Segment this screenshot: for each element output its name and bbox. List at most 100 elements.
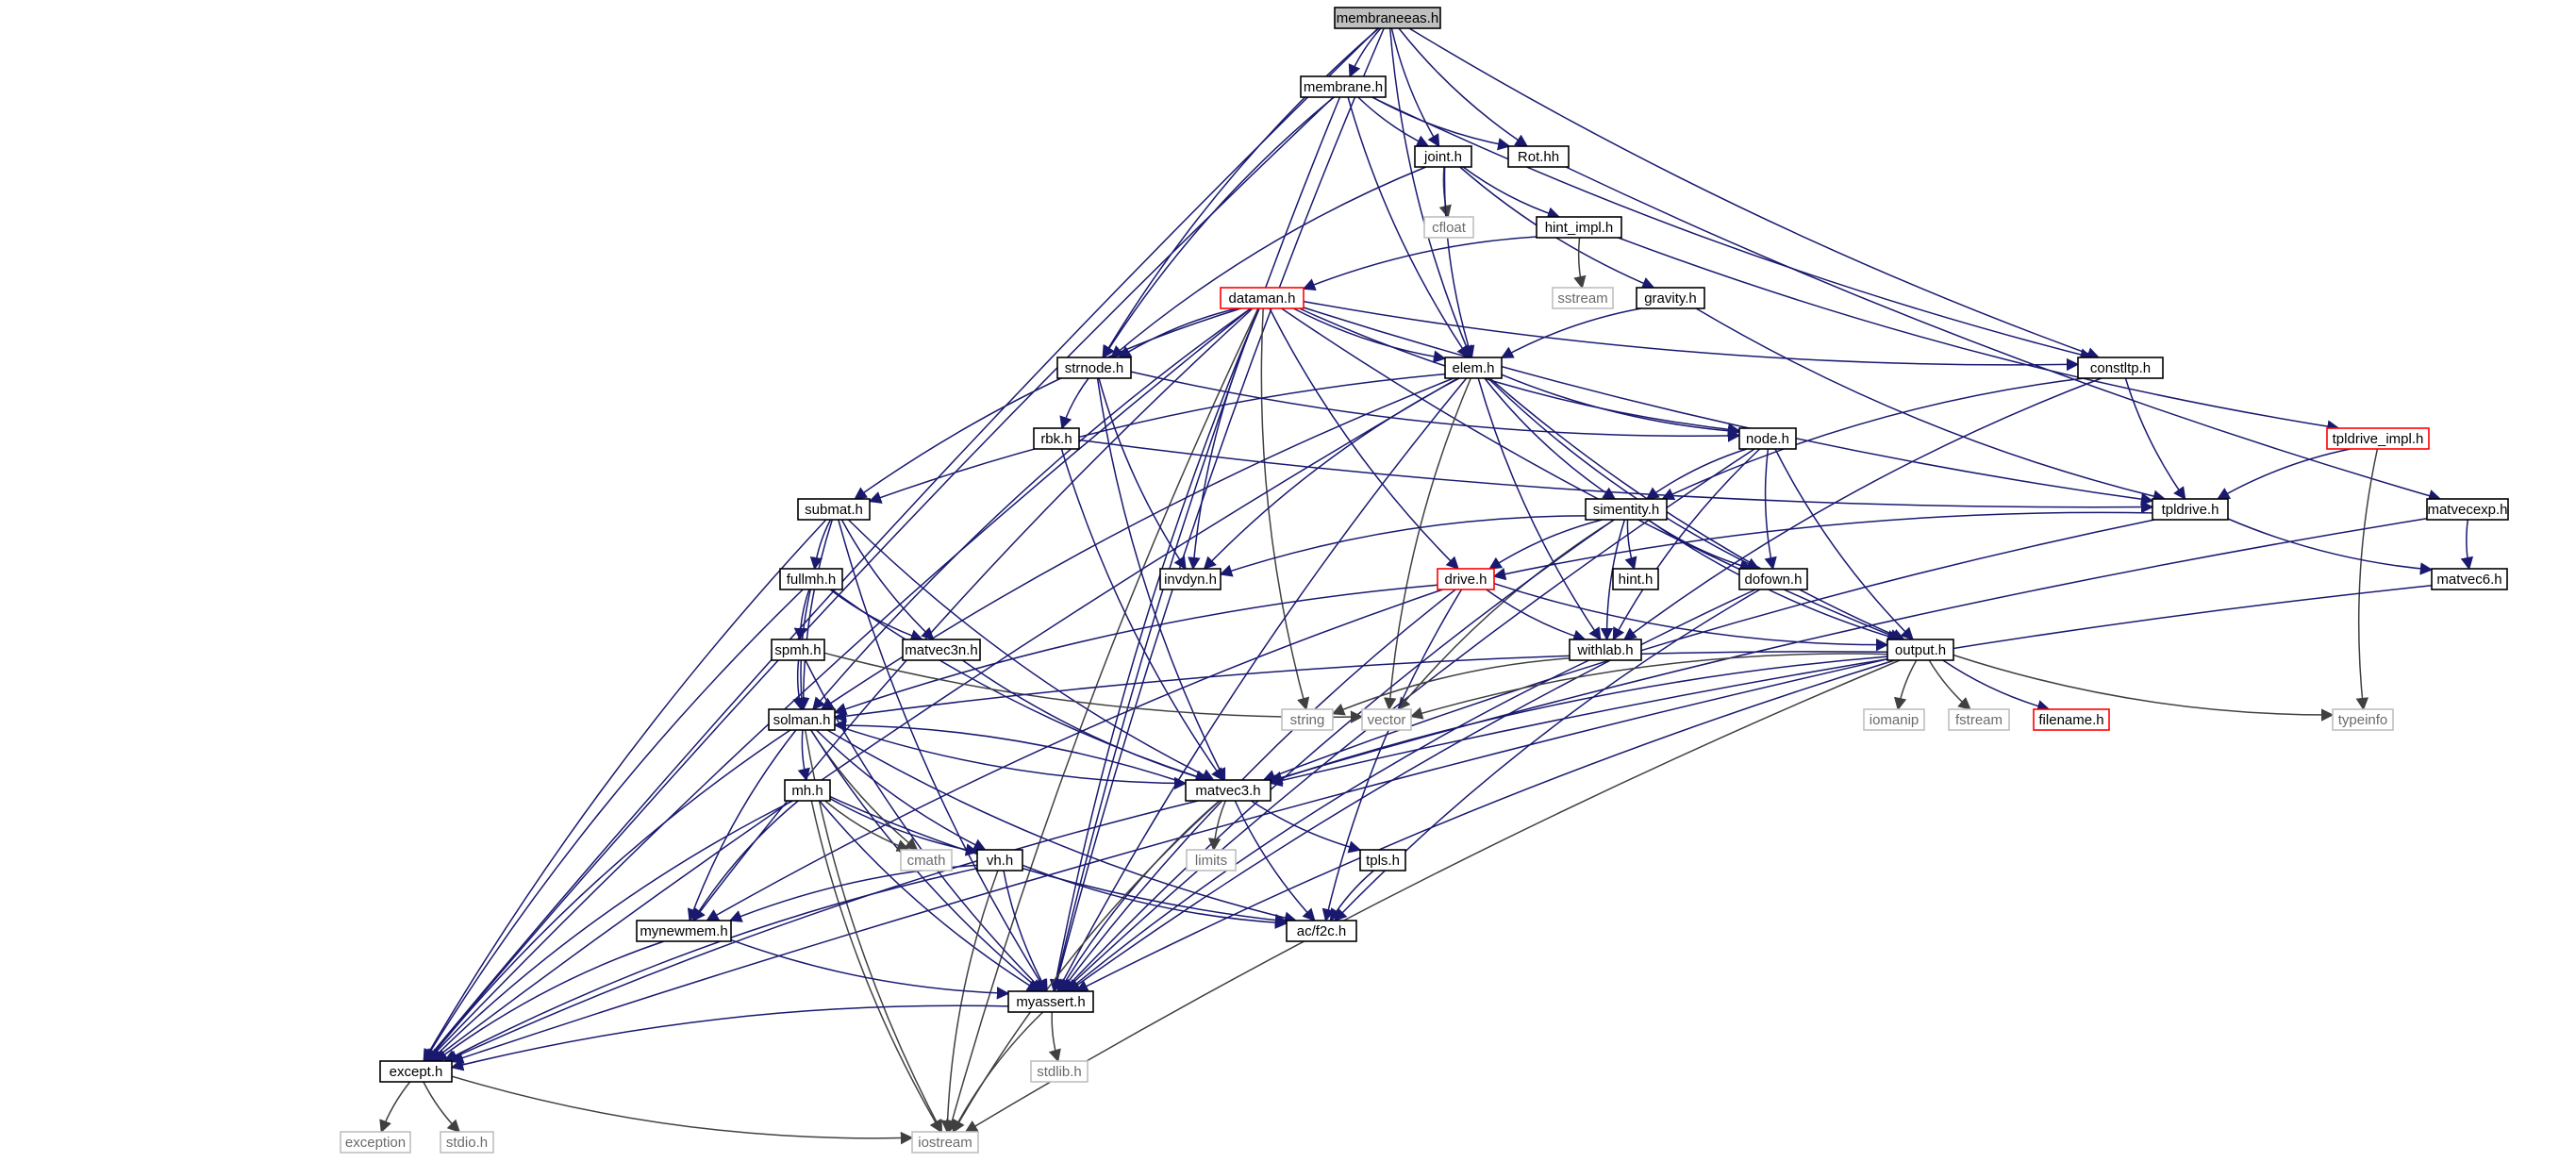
node-membrane[interactable]: membrane.h [1300, 75, 1387, 98]
node-spmh[interactable]: spmh.h [771, 639, 825, 661]
node-box[interactable] [2033, 708, 2110, 731]
node-rot[interactable]: Rot.hh [1507, 145, 1570, 168]
node-box[interactable] [779, 568, 843, 590]
node-withlab[interactable]: withlab.h [1569, 639, 1642, 661]
node-cfloat[interactable]: cfloat [1423, 216, 1474, 239]
node-rbk[interactable]: rbk.h [1033, 427, 1080, 450]
node-box[interactable] [1536, 216, 1622, 239]
node-box[interactable] [2431, 568, 2508, 590]
node-box[interactable] [1186, 849, 1237, 872]
node-drive[interactable]: drive.h [1437, 568, 1495, 590]
node-stdlib[interactable]: stdlib.h [1030, 1060, 1089, 1083]
node-box[interactable] [2326, 427, 2430, 450]
node-filename[interactable]: filename.h [2033, 708, 2110, 731]
node-limits[interactable]: limits [1186, 849, 1237, 872]
node-box[interactable] [1585, 498, 1668, 521]
node-box[interactable] [1507, 145, 1570, 168]
node-box[interactable] [902, 639, 981, 661]
node-solman[interactable]: solman.h [768, 708, 836, 731]
node-box[interactable] [1220, 287, 1305, 309]
node-box[interactable] [379, 1060, 453, 1083]
node-box[interactable] [2426, 498, 2509, 521]
node-except[interactable]: except.h [379, 1060, 453, 1083]
node-iostream[interactable]: iostream [911, 1131, 979, 1154]
node-box[interactable] [1636, 287, 1705, 309]
node-box[interactable] [2077, 357, 2164, 379]
node-box[interactable] [1286, 920, 1357, 942]
node-box[interactable] [1300, 75, 1387, 98]
node-sstream[interactable]: sstream [1552, 287, 1614, 309]
node-box[interactable] [911, 1131, 979, 1154]
node-hint-impl[interactable]: hint_impl.h [1536, 216, 1622, 239]
node-submat[interactable]: submat.h [797, 498, 871, 521]
node-box[interactable] [1281, 708, 1334, 731]
node-dofown[interactable]: dofown.h [1738, 568, 1808, 590]
node-joint[interactable]: joint.h [1414, 145, 1472, 168]
node-matvec3n[interactable]: matvec3n.h [902, 639, 981, 661]
node-typeinfo[interactable]: typeinfo [2332, 708, 2394, 731]
node-box[interactable] [1334, 7, 1441, 29]
node-box[interactable] [1444, 357, 1503, 379]
node-iomanip[interactable]: iomanip [1863, 708, 1925, 731]
node-simentity[interactable]: simentity.h [1585, 498, 1668, 521]
node-cmath[interactable]: cmath [900, 849, 953, 872]
node-myassert[interactable]: myassert.h [1007, 990, 1094, 1013]
node-box[interactable] [340, 1131, 411, 1154]
node-box[interactable] [1359, 849, 1406, 872]
node-matvecexp[interactable]: matvecexp.h [2426, 498, 2509, 521]
node-box[interactable] [1414, 145, 1472, 168]
node-box[interactable] [1738, 568, 1808, 590]
node-hint[interactable]: hint.h [1612, 568, 1659, 590]
node-box[interactable] [784, 779, 831, 802]
node-box[interactable] [1361, 708, 1412, 731]
node-box[interactable] [1033, 427, 1080, 450]
node-tpldrive[interactable]: tpldrive.h [2152, 498, 2229, 521]
node-fstream[interactable]: fstream [1948, 708, 2010, 731]
node-box[interactable] [1612, 568, 1659, 590]
node-membraneeas[interactable]: membraneeas.h [1334, 7, 1441, 29]
node-mh[interactable]: mh.h [784, 779, 831, 802]
node-elem[interactable]: elem.h [1444, 357, 1503, 379]
node-box[interactable] [797, 498, 871, 521]
node-box[interactable] [768, 708, 836, 731]
node-box[interactable] [1863, 708, 1925, 731]
node-box[interactable] [1185, 779, 1271, 802]
node-node[interactable]: node.h [1738, 427, 1797, 450]
node-gravity[interactable]: gravity.h [1636, 287, 1705, 309]
node-acf2c[interactable]: ac/f2c.h [1286, 920, 1357, 942]
node-box[interactable] [1159, 568, 1222, 590]
node-box[interactable] [2152, 498, 2229, 521]
node-output[interactable]: output.h [1886, 639, 1954, 661]
node-mynewmem[interactable]: mynewmem.h [636, 920, 732, 942]
node-box[interactable] [1007, 990, 1094, 1013]
node-box[interactable] [900, 849, 953, 872]
node-box[interactable] [2332, 708, 2394, 731]
node-dataman[interactable]: dataman.h [1220, 287, 1305, 309]
node-tpls[interactable]: tpls.h [1359, 849, 1406, 872]
node-constltp[interactable]: constltp.h [2077, 357, 2164, 379]
node-box[interactable] [1886, 639, 1954, 661]
node-box[interactable] [1948, 708, 2010, 731]
node-exception[interactable]: exception [340, 1131, 411, 1154]
node-string[interactable]: string [1281, 708, 1334, 731]
node-vh[interactable]: vh.h [976, 849, 1023, 872]
node-box[interactable] [1552, 287, 1614, 309]
node-box[interactable] [1569, 639, 1642, 661]
node-box[interactable] [771, 639, 825, 661]
node-strnode[interactable]: strnode.h [1056, 357, 1132, 379]
node-box[interactable] [1738, 427, 1797, 450]
node-matvec3[interactable]: matvec3.h [1185, 779, 1271, 802]
node-fullmh[interactable]: fullmh.h [779, 568, 843, 590]
node-matvec6[interactable]: matvec6.h [2431, 568, 2508, 590]
node-box[interactable] [1437, 568, 1495, 590]
node-box[interactable] [636, 920, 732, 942]
node-tpldrive-impl[interactable]: tpldrive_impl.h [2326, 427, 2430, 450]
node-box[interactable] [1030, 1060, 1089, 1083]
node-vector[interactable]: vector [1361, 708, 1412, 731]
node-box[interactable] [1056, 357, 1132, 379]
node-box[interactable] [976, 849, 1023, 872]
node-box[interactable] [440, 1131, 494, 1154]
node-stdio[interactable]: stdio.h [440, 1131, 494, 1154]
node-invdyn[interactable]: invdyn.h [1159, 568, 1222, 590]
node-box[interactable] [1423, 216, 1474, 239]
